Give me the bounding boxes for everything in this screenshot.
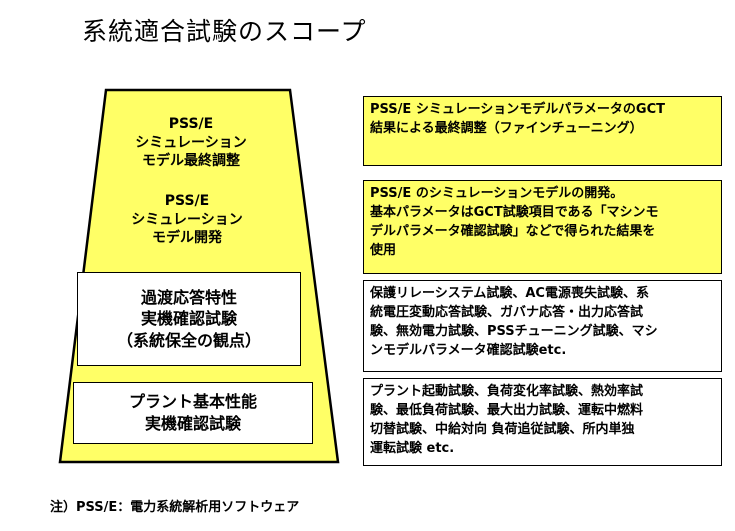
footnote: 注）PSS/E：電力系統解析用ソフトウェア	[50, 500, 300, 515]
description-plant-performance: プラント起動試験、負荷変化率試験、熱効率試 験、最低負荷試験、最大出力試験、運転…	[363, 378, 722, 466]
description-text: 験、無効電力試験、PSSチューニング試験、マシ	[370, 323, 658, 339]
pyramid-level-transient-response: 過渡応答特性 実機確認試験 （系統保全の観点）	[77, 272, 301, 366]
description-text: プラント起動試験、負荷変化率試験、熱効率試	[370, 384, 644, 399]
pyramid-level-text: PSS/E	[164, 192, 210, 209]
description-text: デルパラメータ確認試験」などで得られた結果を	[370, 223, 656, 239]
page-title: 系統適合試験のスコープ	[82, 17, 367, 46]
pyramid-level-text: PSS/E	[168, 115, 214, 132]
description-text: ンモデルパラメータ確認試験etc.	[370, 342, 567, 358]
pyramid-level-text: プラント基本性能	[128, 392, 257, 412]
description-text: 験、最低負荷試験、最大出力試験、運転中燃料	[370, 402, 644, 418]
pyramid-level-text: （系統保全の観点）	[116, 330, 261, 350]
description-text: 切替試験、中給対向 負荷追従試験、所内単独	[370, 421, 635, 437]
pyramid-level-text: 実機確認試験	[140, 309, 237, 329]
description-text: 運転試験 etc.	[370, 440, 455, 456]
pyramid-level-text: モデル開発	[152, 230, 222, 247]
pyramid-level-final-tuning: PSS/E シミュレーション モデル最終調整	[114, 110, 268, 176]
description-final-tuning: PSS/E シミュレーションモデルパラメータのGCT 結果による最終調整（ファイ…	[363, 96, 722, 166]
pyramid-level-model-development: PSS/E シミュレーション モデル開発	[106, 187, 268, 253]
description-text: PSS/E のシミュレーションモデルの開発。	[370, 186, 624, 201]
description-text: 使用	[370, 242, 397, 258]
description-model-development: PSS/E のシミュレーションモデルの開発。 基本パラメータはGCT試験項目であ…	[363, 180, 722, 274]
description-text: PSS/E シミュレーションモデルパラメータのGCT	[370, 102, 665, 117]
pyramid-level-text: 実機確認試験	[144, 414, 241, 433]
description-text: 基本パラメータはGCT試験項目である「マシンモ	[370, 204, 659, 220]
pyramid-level-plant-performance: プラント基本性能 実機確認試験	[73, 382, 313, 444]
description-text: 保護リレーシステム試験、AC電源喪失試験、系	[370, 286, 649, 301]
pyramid-level-text: シミュレーション	[135, 134, 247, 151]
pyramid-level-text: モデル最終調整	[142, 153, 240, 170]
description-transient-response: 保護リレーシステム試験、AC電源喪失試験、系 統電圧変動応答試験、ガバナ応答・出…	[363, 280, 722, 372]
description-text: 統電圧変動応答試験、ガバナ応答・出力応答試	[370, 304, 644, 320]
pyramid-level-text: 過渡応答特性	[140, 287, 237, 307]
description-text: 結果による最終調整（ファインチューニング）	[370, 120, 643, 136]
pyramid-level-text: シミュレーション	[131, 211, 243, 228]
